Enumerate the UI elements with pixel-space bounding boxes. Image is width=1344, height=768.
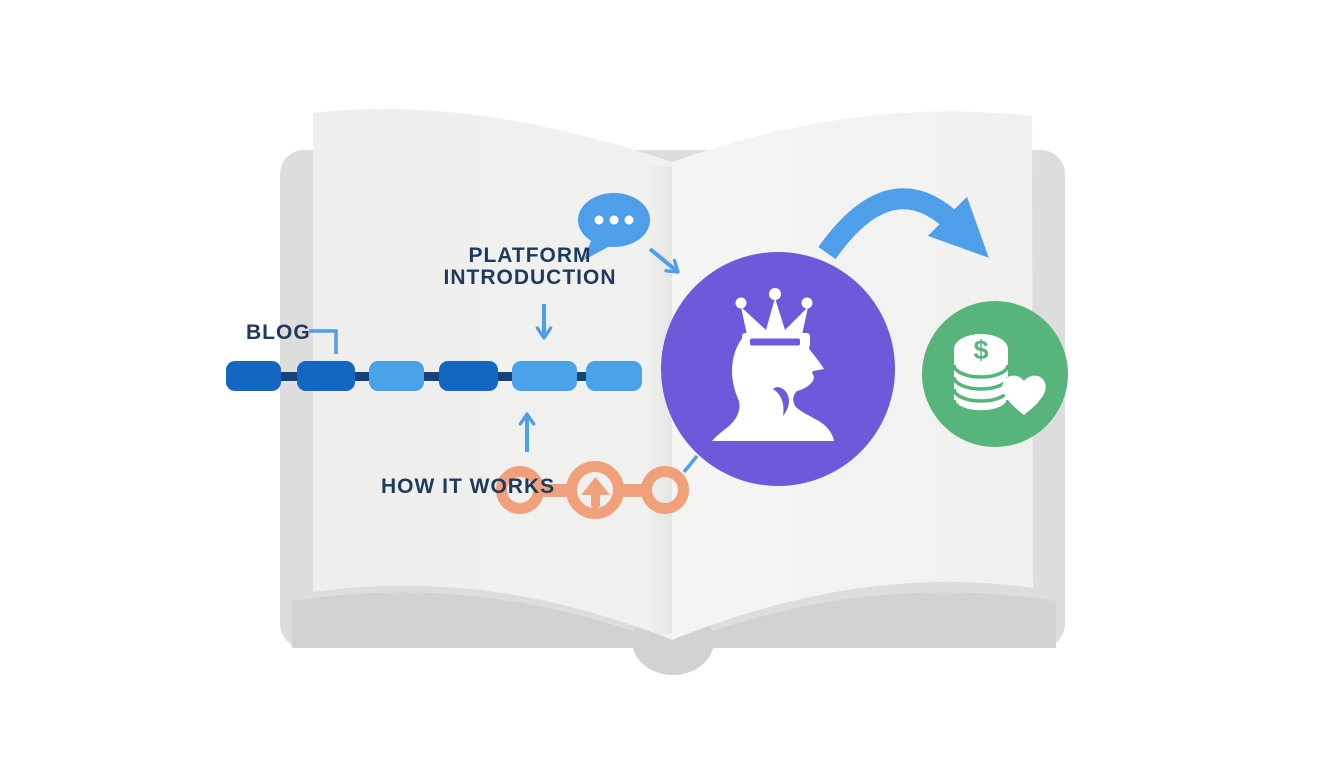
bubble-to-avatar-arrow (648, 247, 680, 274)
timeline-block (369, 361, 424, 391)
platform-introduction-line1: PLATFORM (468, 244, 592, 267)
process-ring-2 (566, 461, 624, 519)
heart-icon (1002, 375, 1046, 415)
crown-band-slot (750, 338, 800, 346)
coin-stack-icon: $ (952, 334, 1010, 414)
dollar-symbol: $ (973, 335, 988, 365)
blog-label: BLOG (246, 321, 311, 344)
neck-notch (773, 387, 790, 416)
timeline-block (586, 361, 642, 391)
timeline-block (512, 361, 577, 391)
crown-icon (741, 298, 808, 335)
timeline-block (297, 361, 355, 391)
ring-connector (541, 484, 573, 497)
blog-callout-line (309, 329, 338, 354)
process-rings-icon (496, 461, 689, 519)
queen-head-silhouette (712, 336, 834, 441)
how-it-works-label: HOW IT WORKS (381, 475, 556, 498)
timeline-block (226, 361, 281, 391)
queen-profile-icon (661, 252, 895, 486)
ring-connector (617, 484, 649, 497)
book-page-stack (292, 592, 1056, 648)
rewards-icon: $ (922, 301, 1068, 447)
bubble-dot (609, 215, 619, 225)
process-ring-1 (496, 466, 544, 514)
platform-introduction-line2: INTRODUCTION (443, 266, 617, 289)
curved-flow-arrow-icon (818, 188, 989, 260)
platform-introduction-label: PLATFORM INTRODUCTION (416, 245, 644, 289)
process-ring-3 (641, 466, 689, 514)
bubble-dot (624, 215, 634, 225)
up-arrow-icon (581, 477, 610, 508)
ring-to-avatar-line (682, 454, 699, 474)
timeline-block (439, 361, 498, 391)
timeline (226, 361, 642, 391)
speech-bubble-icon (578, 193, 650, 260)
bubble-dot (594, 215, 604, 225)
timeline-connector (240, 372, 628, 381)
